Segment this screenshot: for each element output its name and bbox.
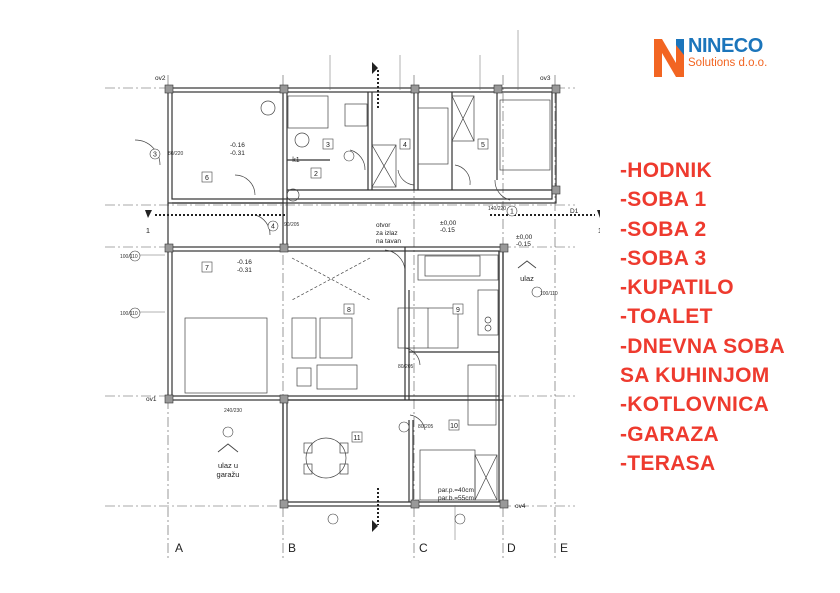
room-number-6: 6 xyxy=(205,175,209,182)
section-mark-right: 1 xyxy=(598,226,600,235)
axis-label-c: C xyxy=(419,541,428,555)
level-room7-a: -0.16 xyxy=(237,259,252,266)
room-list-item: -SOBA 1 xyxy=(620,188,707,212)
floor-plan: 3 2 4 5 6 7 8 9 10 11 k1 1 4 3 -0.16 -0.… xyxy=(105,30,600,560)
brand-name: NINECO xyxy=(688,35,763,57)
room-number-3: 3 xyxy=(326,142,330,149)
marker-ov1: ov1 xyxy=(146,396,157,403)
axis-label-b: B xyxy=(288,541,297,555)
marker-ov4: ov4 xyxy=(515,503,526,510)
room-list-item: -TOALET xyxy=(620,305,713,329)
room-number-8: 8 xyxy=(347,307,351,314)
dim-label: 80/205 xyxy=(418,424,434,430)
room-list-item: -DNEVNA SOBA xyxy=(620,334,785,358)
room-list-item: -KOTLOVNICA xyxy=(620,393,770,417)
attic-note-1: otvor xyxy=(376,222,391,229)
axis-label-d: D xyxy=(507,541,516,555)
level-room6-a: -0.16 xyxy=(230,142,245,149)
marker-d1: D1 xyxy=(570,208,579,215)
window-height-2: par.b.=55cm xyxy=(438,495,474,502)
room-list-item: -SOBA 3 xyxy=(620,246,707,270)
level-entry-a: ±0,00 xyxy=(516,234,533,241)
marker-ov3: ov3 xyxy=(540,75,551,82)
dim-label: 80/220 xyxy=(168,151,184,157)
room-number-5: 5 xyxy=(481,142,485,149)
garage-entry-1: ulaz u xyxy=(218,461,238,470)
room-list-item: -KUPATILO xyxy=(620,276,734,300)
attic-note-2: za izlaz xyxy=(376,230,398,237)
garage-entry-2: garažu xyxy=(217,470,240,479)
window-height-1: par.p.=40cm xyxy=(438,487,474,494)
room-number-2: 2 xyxy=(314,171,318,178)
room-number-10: 10 xyxy=(450,423,458,430)
level-hall-b: -0.15 xyxy=(440,227,455,234)
room-list-item: -GARAZA xyxy=(620,422,719,446)
room-list-item: -HODNIK xyxy=(620,159,712,182)
dim-label: 100/110 xyxy=(120,311,138,317)
attic-note-3: na tavan xyxy=(376,238,401,245)
level-entry-b: -0.15 xyxy=(516,241,531,248)
dim-label: 240/230 xyxy=(224,408,242,414)
room-number-11: 11 xyxy=(353,435,360,442)
axis-label-a: A xyxy=(175,541,184,555)
dim-label: 100/110 xyxy=(120,254,138,260)
section-mark-left: 1 xyxy=(146,226,150,235)
room-number-4: 4 xyxy=(403,142,407,149)
room-number-9: 9 xyxy=(456,307,460,314)
marker-3: 3 xyxy=(153,152,157,159)
dim-label: 140/220 xyxy=(488,206,506,212)
level-hall-a: ±0,00 xyxy=(440,220,457,227)
level-room7-b: -0.31 xyxy=(237,267,252,274)
room-list-item: SA KUHINJOM xyxy=(620,364,770,388)
brand-subtitle: Solutions d.o.o. xyxy=(688,57,768,69)
nineco-logo-mark xyxy=(654,39,684,77)
room-list-item: -SOBA 2 xyxy=(620,217,707,241)
dim-label: 100/110 xyxy=(540,291,558,297)
room-number-7: 7 xyxy=(205,265,209,272)
dim-label: 80/205 xyxy=(398,364,414,370)
brand-logo: NINECO Solutions d.o.o. xyxy=(652,35,792,85)
dim-label: 90/205 xyxy=(284,222,300,228)
entry-label: ulaz xyxy=(520,274,534,283)
room-list-item: -TERASA xyxy=(620,451,716,475)
level-room6-b: -0.31 xyxy=(230,150,245,157)
marker-4: 4 xyxy=(271,224,275,231)
marker-1: 1 xyxy=(510,209,514,216)
marker-ov2: ov2 xyxy=(155,75,166,82)
room-number-k1: k1 xyxy=(292,157,300,164)
room-list: -HODNIK -SOBA 1 -SOBA 2 -SOBA 3 -KUPATIL… xyxy=(620,156,785,478)
axis-label-e: E xyxy=(560,541,569,555)
